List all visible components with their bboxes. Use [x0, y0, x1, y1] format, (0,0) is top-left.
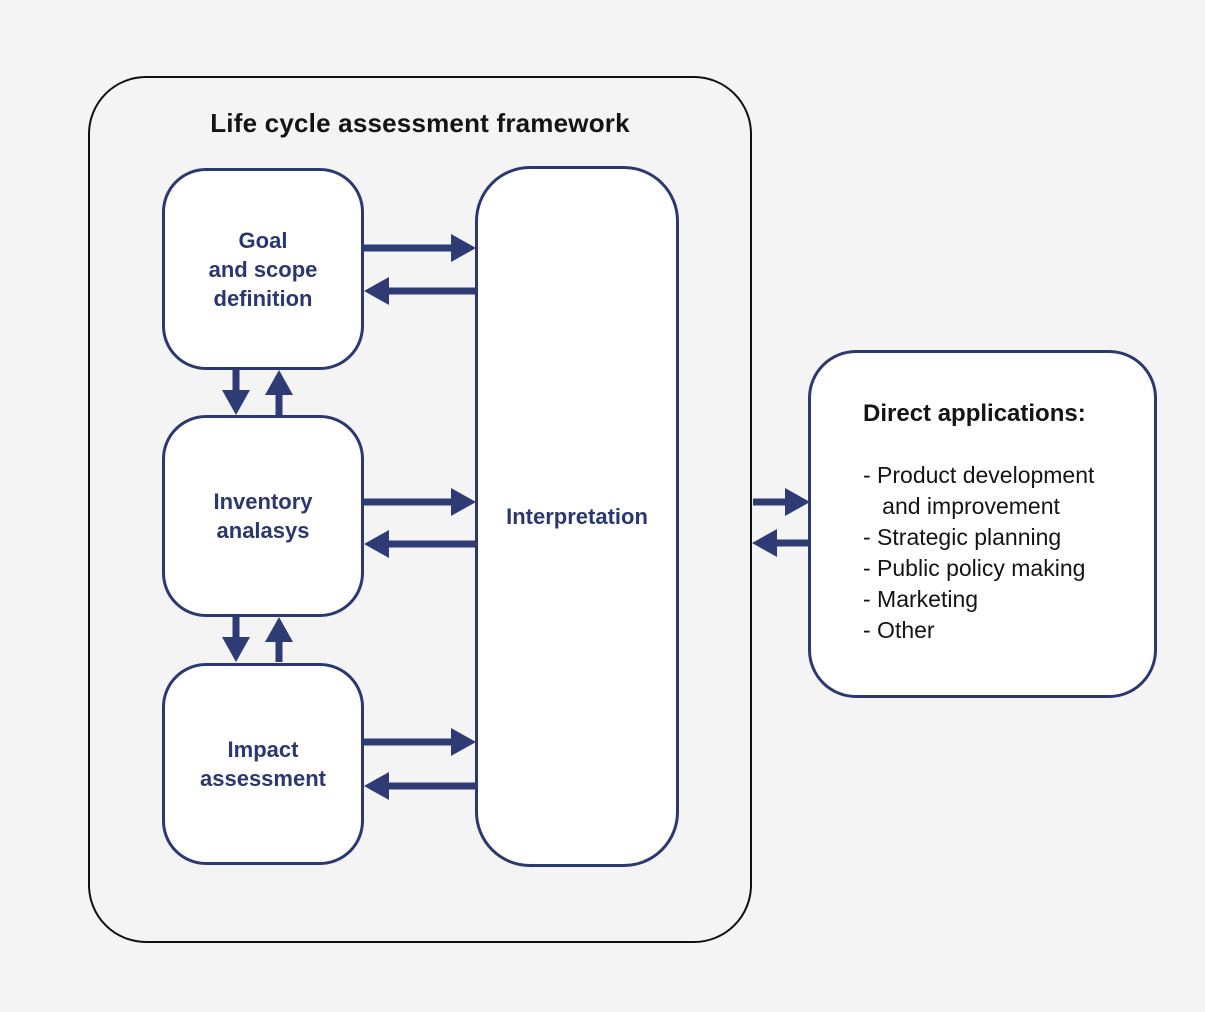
direct-applications-box: Direct applications: - Product developme… [808, 350, 1157, 698]
interpretation-box: Interpretation [475, 166, 679, 867]
inventory-analysis-box: Inventory analasys [162, 415, 364, 617]
arrow-direct-applications-to-framework [752, 529, 808, 557]
goal-and-scope-box: Goal and scope definition [162, 168, 364, 370]
direct-applications-list: - Product development and improvement - … [863, 460, 1130, 646]
list-item: - Marketing [863, 586, 979, 612]
list-item: - Strategic planning [863, 524, 1062, 550]
arrow-framework-to-direct-applications [753, 488, 810, 516]
impact-assessment-box: Impact assessment [162, 663, 364, 865]
list-item: - Product development and improvement [863, 462, 1095, 519]
list-item: - Other [863, 617, 935, 643]
list-item: - Public policy making [863, 555, 1086, 581]
direct-applications-title: Direct applications: [863, 400, 1086, 427]
framework-frame [88, 76, 752, 943]
diagram-title: Life cycle assessment framework [210, 108, 630, 138]
